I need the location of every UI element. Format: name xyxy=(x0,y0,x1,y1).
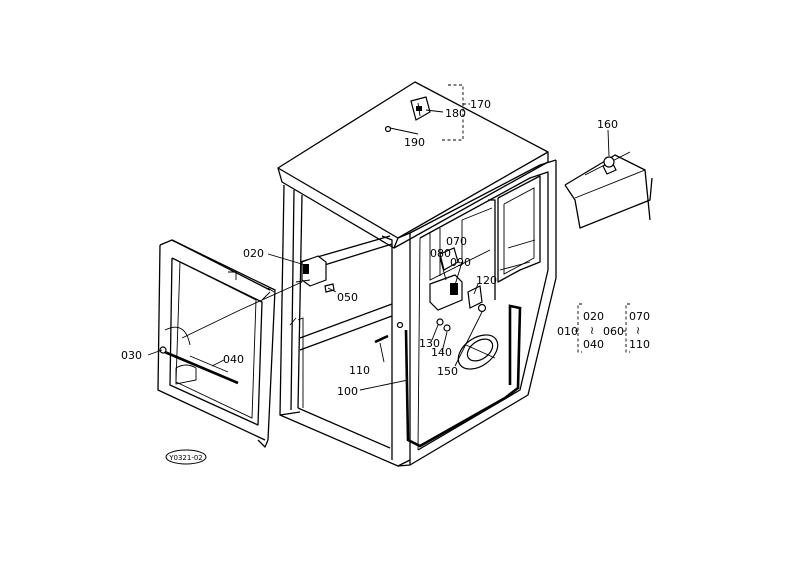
callout-150: 150 xyxy=(437,365,458,378)
cab-left-side xyxy=(279,184,411,467)
legend-040: 040 xyxy=(583,338,604,351)
drawing-code: Y0321-02 xyxy=(168,454,203,462)
door-lock-assembly xyxy=(429,247,487,332)
legend-070: 070 xyxy=(629,310,650,323)
wiper-motor xyxy=(295,255,335,293)
callout-100: 100 xyxy=(337,385,358,398)
legend-060: 060 xyxy=(603,325,624,338)
callout-bracket-170 xyxy=(440,84,470,141)
callout-030: 030 xyxy=(121,349,142,362)
callout-070: 070 xyxy=(446,235,467,248)
rear-wiper xyxy=(159,346,239,385)
rear-window xyxy=(157,239,276,448)
roof-lamp xyxy=(384,96,431,133)
callout-020: 020 xyxy=(243,247,264,260)
callout-040: 040 xyxy=(223,353,244,366)
leader-lines xyxy=(147,109,610,391)
door-hinge-pins xyxy=(374,321,404,344)
callout-110: 110 xyxy=(349,364,370,377)
callout-170: 170 xyxy=(470,98,491,111)
legend-010: 010 xyxy=(557,325,578,338)
legend-tilde-a: ≀ xyxy=(590,324,594,337)
callout-130: 130 xyxy=(419,337,440,350)
legend-tilde-b: ≀ xyxy=(636,324,640,337)
door-handle xyxy=(457,334,499,370)
callout-numbers: 170 180 190 160 020 050 070 080 090 120 … xyxy=(121,98,618,398)
callout-090: 090 xyxy=(450,256,471,269)
cab-door xyxy=(397,159,557,467)
callout-180: 180 xyxy=(445,107,466,120)
range-legend: 010 020 ≀ 040 060 070 ≀ 110 xyxy=(557,303,650,353)
legend-110: 110 xyxy=(629,338,650,351)
callout-190: 190 xyxy=(404,136,425,149)
callout-050: 050 xyxy=(337,291,358,304)
fuel-tank xyxy=(564,151,653,229)
callout-140: 140 xyxy=(431,346,452,359)
drawing-code-stamp: Y0321-02 xyxy=(165,449,207,465)
legend-020: 020 xyxy=(583,310,604,323)
callout-080: 080 xyxy=(430,247,451,260)
callout-160: 160 xyxy=(597,118,618,131)
callout-120: 120 xyxy=(476,274,497,287)
